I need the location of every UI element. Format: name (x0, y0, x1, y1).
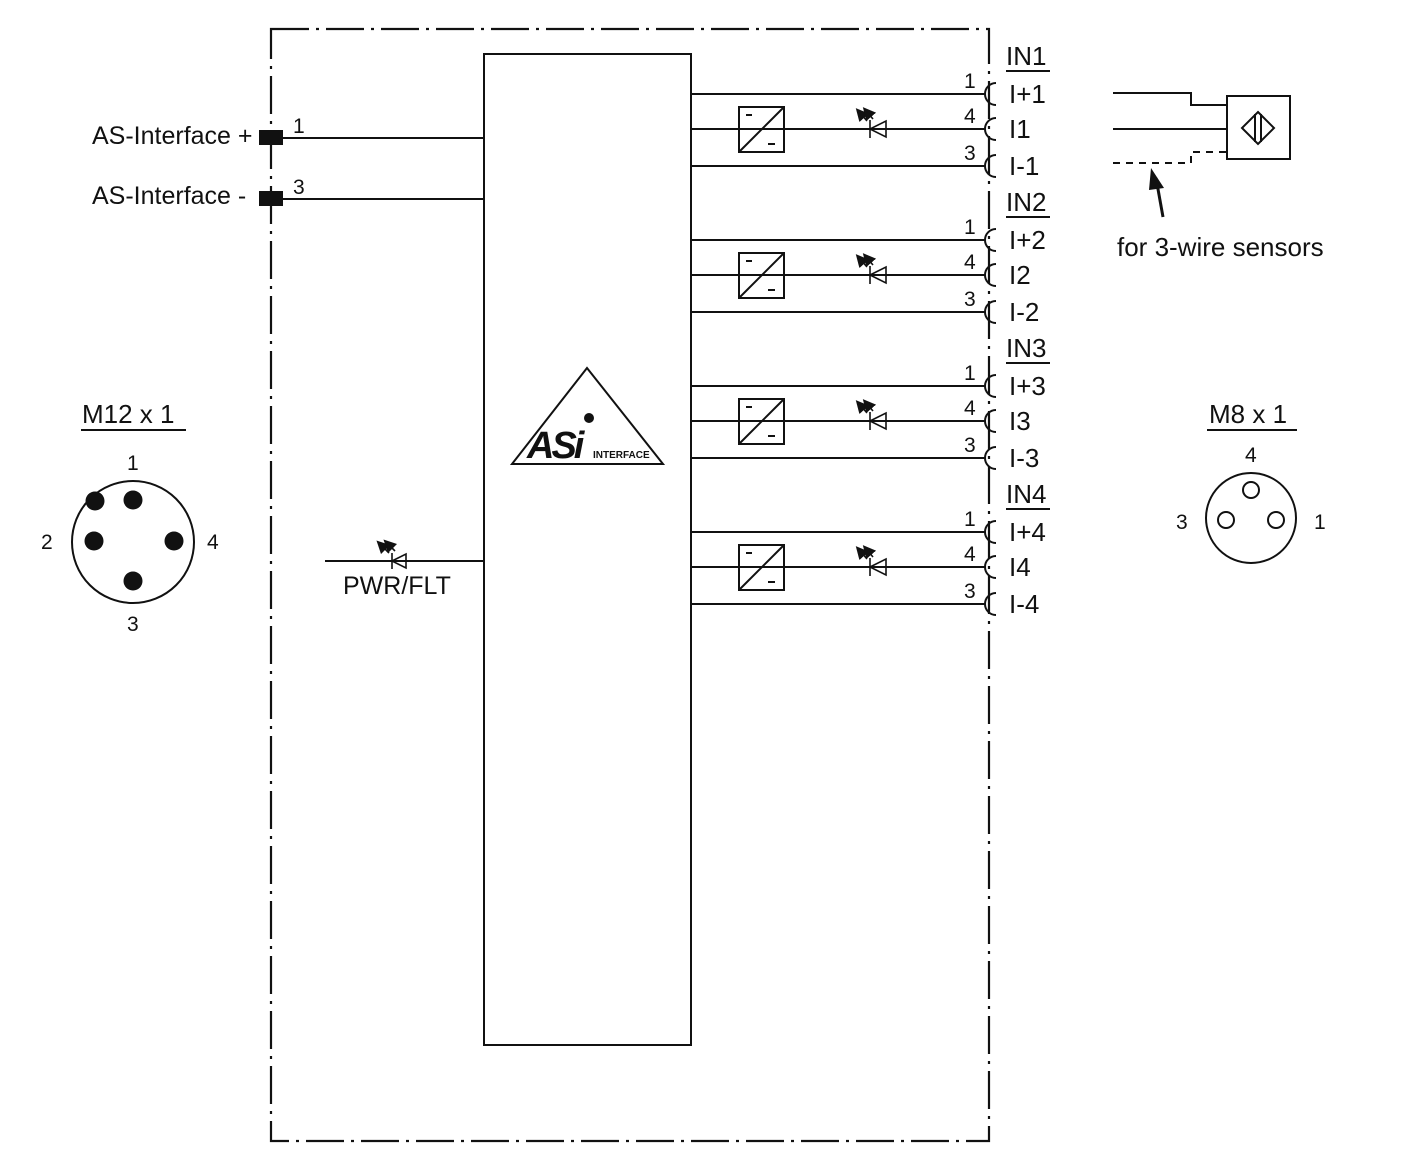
terminal-pin-number: 3 (964, 288, 976, 311)
input-group-header: IN2 (1006, 187, 1046, 217)
terminal-signal-label: I-1 (1009, 151, 1039, 181)
terminal-socket-icon (984, 82, 997, 106)
terminal-signal-label: I+3 (1009, 371, 1046, 401)
m12-title: M12 x 1 (82, 399, 175, 429)
terminal-socket-icon (984, 300, 997, 324)
terminal-signal-label: I1 (1009, 114, 1031, 144)
m12-label-right: 4 (207, 531, 219, 554)
m12-label-bottom: 3 (127, 613, 139, 636)
terminal-socket-icon (984, 154, 997, 178)
m8-title: M8 x 1 (1209, 399, 1287, 429)
m12-key (85, 491, 105, 511)
terminal-signal-label: I3 (1009, 406, 1031, 436)
terminal-pin-number: 3 (964, 142, 976, 165)
bus-input-plus: AS-Interface + 1 (92, 115, 484, 150)
input-group-4: IN4 1 I+4 4 I4 3 I-4 (691, 479, 1050, 619)
terminal-socket-icon (984, 555, 997, 579)
m8-connector: M8 x 1 4 3 1 (1176, 399, 1326, 564)
input-group-1: IN1 1 I+1 4 I1 3 I-1 (691, 41, 1050, 181)
terminal-socket-icon (984, 409, 997, 433)
m8-pin-1 (1267, 511, 1285, 529)
status-led-label: PWR/FLT (343, 572, 451, 600)
input-led-icon (855, 253, 887, 285)
controller-block (483, 53, 692, 1046)
module-boundary (269, 27, 991, 1143)
terminal-pin-number: 1 (964, 216, 976, 239)
terminal-signal-label: I4 (1009, 552, 1031, 582)
sensor-note: for 3-wire sensors (1117, 232, 1324, 262)
m12-connector: M12 x 1 1 2 4 3 (41, 399, 219, 636)
terminal-socket-icon (984, 117, 997, 141)
terminal-pin-number: 1 (964, 70, 976, 93)
terminal-pin-number: 4 (964, 105, 976, 128)
terminal-signal-label: I-3 (1009, 443, 1039, 473)
m12-pin-3 (123, 571, 143, 591)
terminal-socket-icon (984, 446, 997, 470)
terminal-socket-icon (984, 263, 997, 287)
logo-sub-text: INTERFACE (593, 450, 650, 461)
signal-converter-icon (738, 398, 785, 445)
m8-label-top: 4 (1245, 444, 1257, 467)
terminal-socket-icon (984, 374, 997, 398)
asi-interface-logo: ASi INTERFACE (509, 366, 666, 467)
input-group-header: IN3 (1006, 333, 1046, 363)
terminal-socket-icon (984, 228, 997, 252)
input-led-icon (855, 545, 887, 577)
terminal-signal-label: I+1 (1009, 79, 1046, 109)
led-icon (376, 539, 407, 570)
signal-converter-icon (738, 252, 785, 299)
bus-pin-number: 3 (293, 176, 305, 199)
m12-label-top: 1 (127, 452, 139, 475)
bus-input-label: AS-Interface - (92, 182, 246, 210)
m8-label-left: 3 (1176, 511, 1188, 534)
terminal-pin-number: 1 (964, 508, 976, 531)
signal-converter-icon (738, 106, 785, 153)
m12-pin-4 (164, 531, 184, 551)
signal-converter-icon (738, 544, 785, 591)
terminal-pin-number: 1 (964, 362, 976, 385)
input-led-icon (855, 399, 887, 431)
input-group-header: IN1 (1006, 41, 1046, 71)
m8-pin-4 (1242, 481, 1260, 499)
terminal-signal-label: I2 (1009, 260, 1031, 290)
terminal-signal-label: I-4 (1009, 589, 1039, 619)
bus-pin-number: 1 (293, 115, 305, 138)
terminal-signal-label: I+4 (1009, 517, 1046, 547)
input-group-2: IN2 1 I+2 4 I2 3 I-2 (691, 187, 1050, 327)
m12-pin-2 (84, 531, 104, 551)
logo-main-text: ASi (526, 425, 586, 467)
terminal-signal-label: I-2 (1009, 297, 1039, 327)
terminal-socket-icon (984, 520, 997, 544)
terminal-block-icon (259, 130, 283, 145)
m8-label-right: 1 (1314, 511, 1326, 534)
m12-pin-1 (123, 490, 143, 510)
terminal-pin-number: 4 (964, 543, 976, 566)
proximity-sensor-icon (1226, 95, 1291, 160)
terminal-pin-number: 3 (964, 580, 976, 603)
terminal-block-icon (259, 191, 283, 206)
terminal-pin-number: 3 (964, 434, 976, 457)
terminal-pin-number: 4 (964, 397, 976, 420)
sensor-sketch: for 3-wire sensors (1113, 92, 1324, 262)
logo-dot (584, 413, 594, 423)
m12-label-left: 2 (41, 531, 53, 554)
input-group-3: IN3 1 I+3 4 I3 3 I-3 (691, 333, 1050, 473)
bus-input-label: AS-Interface + (92, 122, 253, 150)
terminal-signal-label: I+2 (1009, 225, 1046, 255)
input-led-icon (855, 107, 887, 139)
bus-input-minus: AS-Interface - 3 (92, 176, 484, 210)
terminal-socket-icon (984, 592, 997, 616)
terminal-pin-number: 4 (964, 251, 976, 274)
input-group-header: IN4 (1006, 479, 1046, 509)
status-led-pwr-flt: PWR/FLT (325, 539, 484, 600)
m8-pin-3 (1217, 511, 1235, 529)
